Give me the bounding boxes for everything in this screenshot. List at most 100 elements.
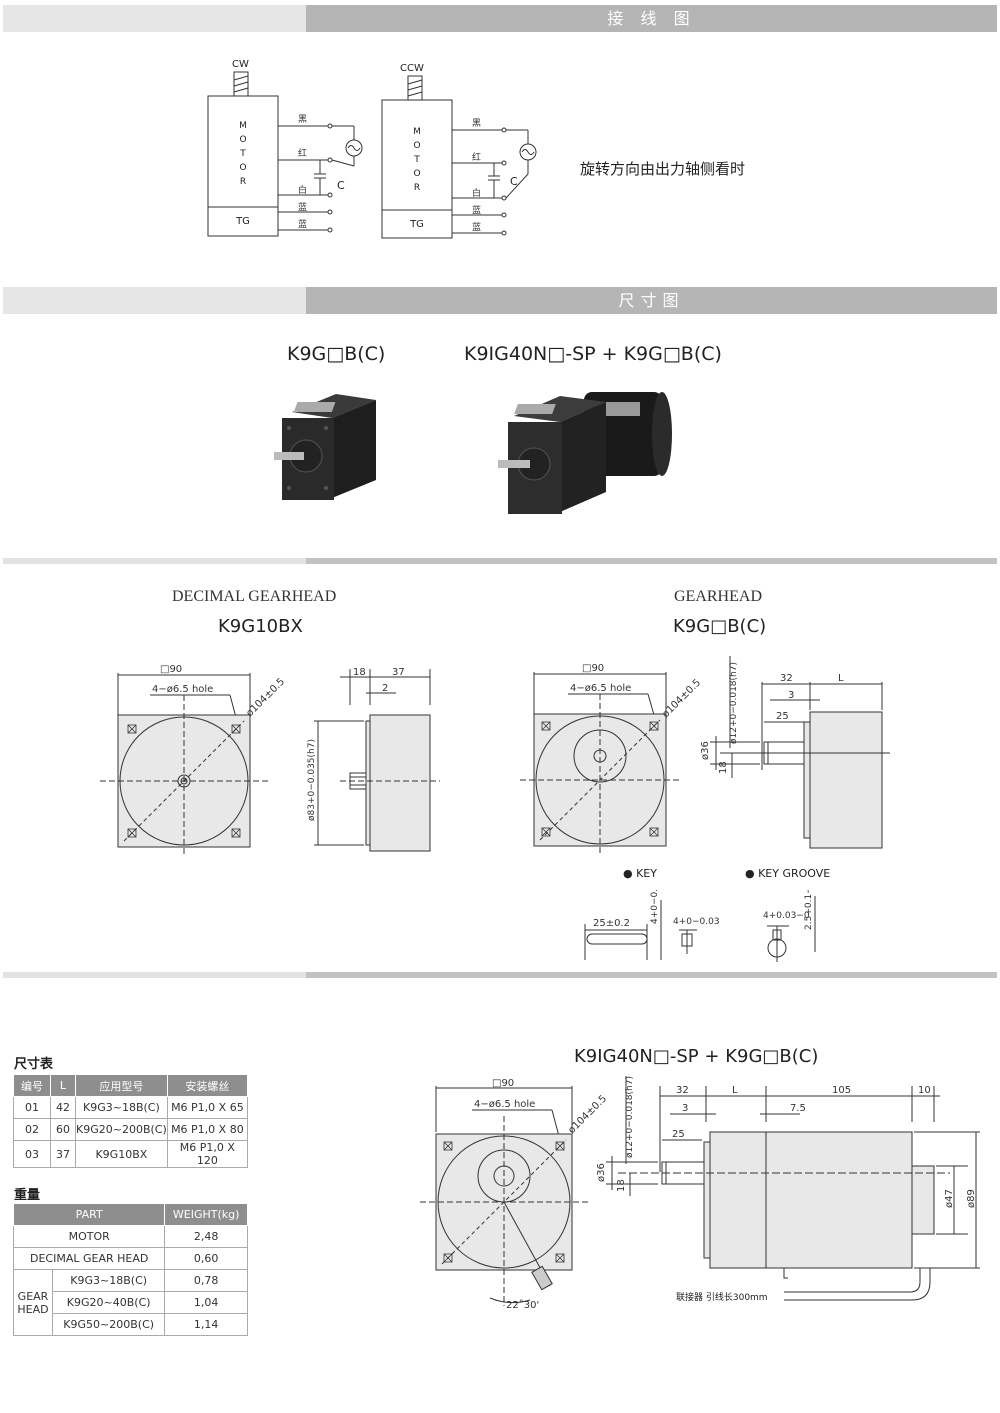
svg-text:ø104±0.5: ø104±0.5 [660,677,703,720]
svg-text:红: 红 [472,151,481,163]
svg-text:T: T [413,155,420,165]
svg-text:蓝: 蓝 [298,218,307,230]
cw-label: CW [232,59,249,70]
svg-text:32: 32 [780,673,793,684]
gearhead-drawing: □90 4−ø6.5 hole ø104±0.5 ø12+0−0.018(h7)… [520,656,890,854]
svg-text:18: 18 [353,667,366,678]
svg-text:R: R [240,177,246,187]
cw-motor-diagram: CW M O T O R TG 黑 红 白 蓝 蓝 C [207,59,363,237]
svg-text:蓝: 蓝 [298,201,307,213]
svg-text:ø47: ø47 [944,1189,955,1208]
svg-text:R: R [414,183,420,193]
svg-text:ø36: ø36 [700,741,711,760]
svg-text:7.5: 7.5 [790,1103,806,1114]
svg-text:4−ø6.5 hole: 4−ø6.5 hole [152,684,213,695]
separator [3,972,997,978]
svg-text:O: O [239,135,246,145]
svg-text:黑: 黑 [298,114,307,125]
key-groove-label: ● KEY GROOVE [745,867,831,880]
gearhead-model: K9G□B(C) [673,616,767,637]
key-label: ● KEY [623,867,657,880]
svg-text:3: 3 [682,1103,688,1114]
svg-text:ø104±0.5: ø104±0.5 [244,676,287,719]
svg-text:C: C [337,179,345,192]
svg-text:4+0−0.03: 4+0−0.03 [673,917,720,927]
svg-text:白: 白 [298,184,307,196]
svg-text:O: O [413,141,420,151]
svg-text:□90: □90 [492,1078,514,1089]
svg-text:蓝: 蓝 [472,204,481,216]
svg-text:4−ø6.5 hole: 4−ø6.5 hole [570,683,631,694]
svg-text:L: L [732,1085,738,1096]
svg-text:TG: TG [409,219,424,230]
svg-text:105: 105 [832,1085,851,1096]
section-header-wiring: 接 线 图 [3,5,997,32]
assembly-drawing: □90 4−ø6.5 hole 22˚30' ø104±0.5 ø12+0−0.… [420,1076,980,1311]
svg-text:红: 红 [298,147,307,159]
separator [3,558,997,564]
svg-text:黑: 黑 [472,118,481,129]
photo-model-left: K9G□B(C) [287,343,386,365]
svg-text:4−ø6.5 hole: 4−ø6.5 hole [474,1099,535,1110]
wiring-diagram: CW M O T O R TG 黑 红 白 蓝 蓝 C C [207,59,537,239]
table-header-row: PART WEIGHT(kg) [12,1203,248,1226]
size-table-title: 尺寸表 [14,1057,54,1072]
svg-text:18: 18 [616,1179,627,1192]
svg-text:ø89: ø89 [966,1189,977,1208]
assembly-model: K9IG40N□-SP + K9G□B(C) [574,1046,819,1067]
ccw-motor-diagram: CCW M O T O R TG 黑 红 白 蓝 蓝 C [381,63,537,239]
svg-text:37: 37 [392,667,405,678]
svg-text:22˚30': 22˚30' [506,1299,539,1311]
svg-text:O: O [239,163,246,173]
svg-text:O: O [413,169,420,179]
tg-label: TG [235,216,250,227]
gearhead-title: GEARHEAD [674,588,762,605]
svg-text:ø12+0−0.018(h7): ø12+0−0.018(h7) [625,1076,635,1158]
section-title: 接 线 图 [306,5,997,32]
decimal-title: DECIMAL GEARHEAD [172,588,337,605]
section-title: 尺寸图 [306,287,997,314]
svg-text:ø36: ø36 [596,1163,607,1182]
svg-text:25: 25 [776,711,789,722]
svg-text:25: 25 [672,1129,685,1140]
photo-model-right: K9IG40N□-SP + K9G□B(C) [464,343,722,365]
svg-text:3: 3 [788,690,794,701]
svg-text:L: L [838,673,844,684]
motor-letters-ccw: M O T O R [413,127,421,193]
svg-text:M: M [413,127,421,137]
svg-text:4+0.03−0: 4+0.03−0 [763,911,810,921]
table-row: K9G50~200B(C)1,14 [14,1313,248,1336]
svg-text:T: T [239,149,246,159]
svg-text:M: M [239,121,247,131]
svg-text:ø104±0.5: ø104±0.5 [566,1093,609,1136]
ccw-label: CCW [400,63,424,74]
gearhead-photo [274,394,376,500]
svg-text:蓝: 蓝 [472,221,481,233]
key-detail-drawing: 25±0.2 4+0−0.03 4+0−0.03 4+0.03−0 2.5+0.… [584,890,816,962]
svg-text:□90: □90 [160,664,182,675]
svg-text:ø12+0−0.018(h7): ø12+0−0.018(h7) [729,662,739,744]
table-header-row: 编号 L 应用型号 安装螺丝 [13,1074,249,1097]
svg-text:4+0−0.03: 4+0−0.03 [650,890,660,924]
weight-table-title: 重量 [14,1188,41,1203]
svg-text:□90: □90 [582,663,604,674]
decimal-gearhead-drawing: □90 4−ø6.5 hole ø104±0.5 18 37 2 ø83+0−0… [100,664,440,855]
svg-text:10: 10 [918,1085,931,1096]
svg-text:C: C [510,175,518,188]
svg-text:白: 白 [472,187,481,199]
svg-text:32: 32 [676,1085,689,1096]
section-header-dimensions: 尺寸图 [3,287,997,314]
svg-text:2: 2 [382,683,388,694]
table-row: GEAR HEAD K9G3~18B(C)0,78 [13,1269,248,1336]
motor-letters-cw: M O T O R [239,121,247,187]
rotation-note: 旋转方向由出力轴侧看时 [580,160,746,178]
svg-text:2.5+0.1−0: 2.5+0.1−0 [804,890,814,930]
svg-text:18: 18 [718,761,729,774]
